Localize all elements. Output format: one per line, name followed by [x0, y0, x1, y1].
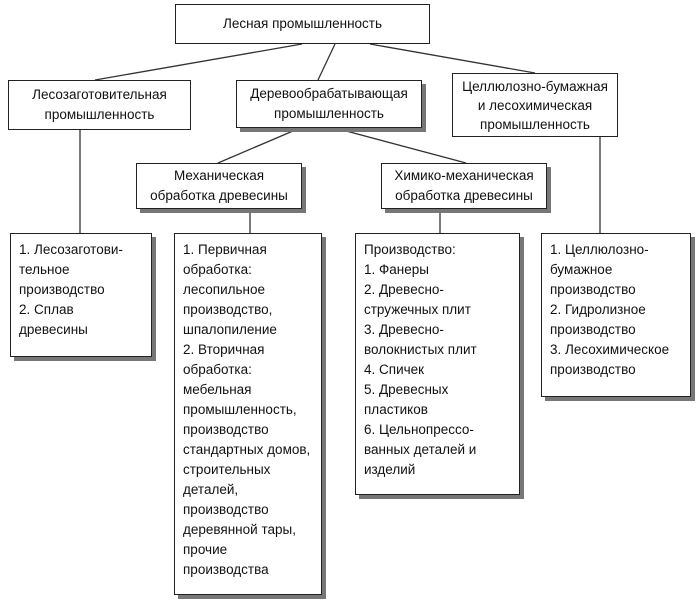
details-chemical-line: волокнистых плит [364, 342, 477, 357]
details-pulp-paper: 1. Целлюлозно- бумажное производство 2. … [541, 233, 691, 397]
details-logging-line: 2. Сплав [19, 302, 74, 317]
woodworking-title-line-1: Деревообрабатывающая [250, 86, 408, 101]
details-pulp-line: производство [550, 282, 636, 297]
box-woodworking-industry: Деревообрабатывающая промышленность [236, 80, 422, 128]
mechanical-title-line-2: обработка древесины [150, 188, 288, 203]
chemical-title-line-2: обработка древесины [395, 188, 533, 203]
details-mechanical-line: производства [183, 562, 269, 577]
details-pulp-line: 3. Лесохимическое [550, 342, 670, 357]
details-chemical-line: 6. Цельнопрессо- [364, 422, 474, 437]
details-chemical-line: изделий [364, 462, 416, 477]
connector-woodworking-chemical [334, 127, 467, 164]
details-mechanical-line: производство, [183, 302, 273, 317]
details-mechanical-line: промышленность, [183, 402, 297, 417]
woodworking-title-line-2: промышленность [274, 106, 384, 121]
details-mechanical-line: строительных [183, 462, 271, 477]
details-chemical-line: 5. Древесных [364, 382, 449, 397]
details-mechanical-line: мебельная [183, 382, 252, 397]
details-mechanical-line: 2. Вторичная [183, 342, 265, 357]
details-logging-line: производство [19, 282, 105, 297]
connector-root-logging [94, 43, 303, 81]
details-logging-line: тельное [19, 262, 70, 277]
details-chemical-line: пластиков [364, 402, 428, 417]
details-pulp-line: производство [550, 322, 636, 337]
chemical-title-line-1: Химико-механическая [394, 168, 534, 183]
connector-root-woodworking [317, 43, 336, 81]
root-title: Лесная промышленность [222, 16, 383, 31]
mechanical-title-line-1: Механическая [173, 168, 265, 183]
details-mechanical-line: деталей, [183, 482, 239, 497]
details-chemical-line: 2. Древесно- [364, 282, 444, 297]
details-pulp-line: бумажное [550, 262, 613, 277]
details-mechanical-line: прочие [183, 542, 228, 557]
details-mechanical: 1. Первичная обработка: лесопильное прои… [174, 233, 322, 595]
details-mechanical-line: лесопильное [183, 282, 266, 297]
details-mechanical-line: стандартных домов, [183, 442, 311, 457]
details-pulp-line: производство [550, 362, 636, 377]
logging-title-line-1: Лесозаготовительная [32, 87, 167, 102]
connector-root-pulp [369, 43, 536, 74]
root-box-forest-industry: Лесная промышленность [175, 4, 430, 44]
details-chemical-line: ванных деталей и [364, 442, 477, 457]
connector-woodworking-mechanical [217, 127, 301, 164]
details-chemical-line: 3. Древесно- [364, 322, 444, 337]
details-logging-line: 1. Лесозаготови- [19, 242, 123, 257]
details-mechanical-line: обработка: [183, 362, 252, 377]
details-pulp-line: 2. Гидролизное [550, 302, 646, 317]
pulp-title-line-1: Целлюлозно-бумажная [462, 78, 608, 94]
details-mechanical-line: шпалопиление [183, 322, 277, 337]
details-chemical-mechanical: Производство: 1. Фанеры 2. Древесно- стр… [355, 233, 520, 495]
details-logging-line: древесины [19, 322, 88, 337]
details-mechanical-line: обработка: [183, 262, 252, 277]
details-chemical-line: Производство: [364, 242, 456, 257]
details-chemical-line: стружечных плит [364, 302, 471, 317]
box-chemical-mechanical-processing: Химико-механическая обработка древесины [381, 163, 547, 209]
details-logging: 1. Лесозаготови- тельное производство 2.… [10, 233, 152, 357]
pulp-title-line-3: промышленность [480, 116, 590, 132]
details-pulp-line: 1. Целлюлозно- [550, 242, 649, 257]
details-mechanical-line: производство [183, 502, 269, 517]
box-mechanical-processing: Механическая обработка древесины [136, 163, 302, 209]
box-logging-industry: Лесозаготовительная промышленность [8, 80, 191, 130]
pulp-title-line-2: и лесохимическая [477, 97, 593, 113]
details-mechanical-line: производство [183, 422, 269, 437]
logging-title-line-2: промышленность [44, 107, 155, 122]
details-chemical-line: 4. Спичек [364, 362, 425, 377]
box-pulp-paper-industry: Целлюлозно-бумажная и лесохимическая про… [452, 73, 618, 137]
details-mechanical-line: 1. Первичная [183, 242, 267, 257]
details-mechanical-line: деревянной тары, [183, 522, 296, 537]
details-chemical-line: 1. Фанеры [364, 262, 429, 277]
